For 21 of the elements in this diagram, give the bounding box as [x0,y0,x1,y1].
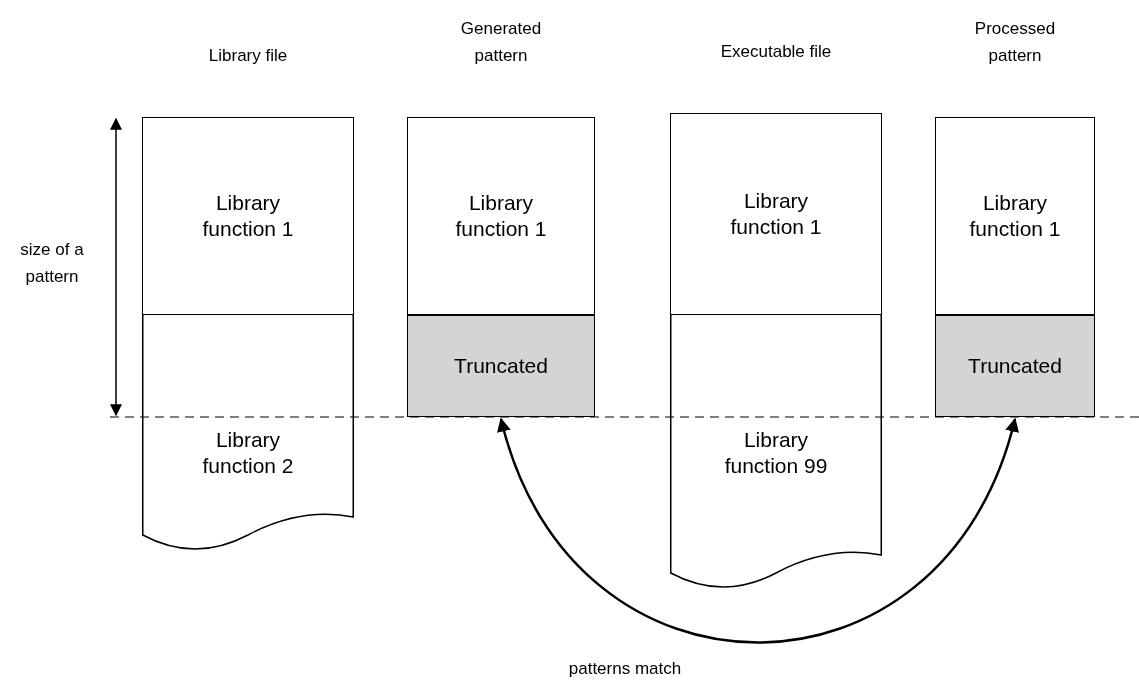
function-segment [935,117,1095,315]
segment-label: Library function 2 [201,427,295,480]
segment-label: Library function 1 [454,189,548,242]
segment-label: Library function 99 [723,427,829,480]
truncated-segment [407,315,595,417]
segment-label: Truncated [454,352,548,379]
segment-label: Library function 1 [968,189,1062,242]
segment-label: Truncated [968,352,1062,379]
dimension-label: size of a pattern [19,239,85,289]
function-segment [142,117,354,315]
column-heading: Generated pattern [459,17,543,67]
function-segment [407,117,595,315]
column-heading: Executable file [719,40,833,63]
column-heading: Processed pattern [973,17,1057,67]
segment-label: Library function 1 [201,189,295,242]
segment-label: Library function 1 [729,187,823,240]
edge-label: patterns match [567,658,683,680]
function-segment [670,113,882,315]
truncated-segment [935,315,1095,417]
curved-arrow [498,417,1018,644]
column-heading: Library file [207,44,289,67]
